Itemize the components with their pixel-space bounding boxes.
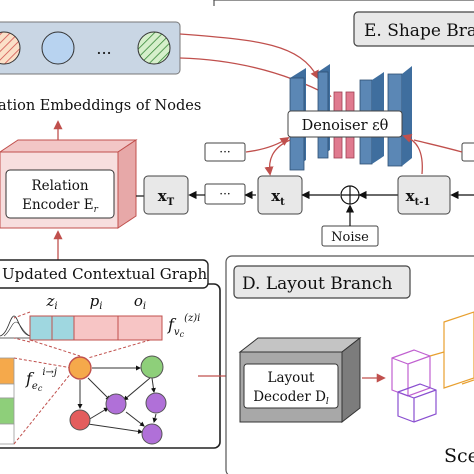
- layout-decoder-line1: Layout: [268, 370, 315, 386]
- xt1-to-denoiser-arrow: [402, 133, 423, 175]
- shape-branch-header: E. Shape Bra: [353, 11, 474, 47]
- graph-node-red: [69, 409, 91, 431]
- graph-node-purple-2: [145, 392, 167, 414]
- embeddings-panel: [0, 21, 181, 75]
- vec-z-cell-2: [51, 315, 75, 341]
- graph-edges: [77, 365, 158, 434]
- chain-ellipsis-1: ···: [219, 187, 230, 201]
- relation-encoder-label-box: [5, 169, 115, 219]
- shape-branch-title-box: [353, 11, 474, 47]
- noise-label: Noise: [331, 230, 369, 245]
- vec-p-cell: [73, 315, 119, 341]
- layout-decoder-label-box: [243, 363, 339, 409]
- contextual-graph-frame: [0, 283, 221, 449]
- layout-branch-title-box: [233, 265, 411, 299]
- layout-wireframe-boxes: [391, 311, 474, 423]
- denoiser-label-box: [287, 110, 403, 138]
- chain-ellipsis-box-2: [204, 142, 246, 162]
- relation-encoder-block: Relation Encoder Er: [0, 139, 138, 229]
- embedding-ellipsis: ...: [96, 39, 111, 58]
- relation-encoder-line1: Relation: [31, 178, 88, 194]
- graph-node-green: [140, 355, 164, 379]
- scene-label: Sce: [444, 445, 474, 467]
- embedding-circle-1: [0, 31, 21, 65]
- contextual-graph-panel: Updated Contextual Graph zi pi oi fvc(z)…: [0, 259, 221, 449]
- vec-z-cell-1: [29, 315, 53, 341]
- chain-ellipsis-box-3: [461, 142, 474, 162]
- embeddings-caption: ation Embeddings of Nodes: [0, 98, 201, 114]
- xT-box: [143, 175, 189, 215]
- contextual-graph-title: Updated Contextual Graph: [2, 265, 207, 283]
- relation-encoder-line2: Encoder Er: [22, 197, 98, 215]
- node-embeddings-strip: ...: [0, 21, 181, 75]
- contextual-graph-title-box: [0, 259, 209, 289]
- graph-node-orange: [68, 356, 92, 380]
- layout-branch-title: D. Layout Branch: [242, 274, 393, 294]
- shape-branch-title: E. Shape Bra: [364, 21, 474, 41]
- layout-decoder-line2: Decoder Dl: [253, 389, 329, 407]
- embedding-to-denoiser-arrow-1: [179, 33, 319, 80]
- graph-node-purple-3: [141, 423, 163, 445]
- graph-node-purple-1: [105, 393, 127, 415]
- layout-branch-panel: D. Layout Branch Layout Decoder Dl Sce: [225, 255, 474, 474]
- embedding-circle-2: [41, 31, 75, 65]
- chain-ellipsis-2: ···: [219, 145, 230, 159]
- denoiser-label: Denoiser εθ: [302, 118, 389, 134]
- embedding-circle-3: [137, 31, 171, 65]
- denoiser-network: Denoiser εθ: [287, 64, 412, 171]
- xt-minus-1-box: [397, 175, 451, 215]
- diffusion-chain: xT ··· xt xt-1 Noise ···: [143, 142, 474, 247]
- vec-o-cell: [117, 315, 163, 341]
- ellipsis-to-denoiser-arrow: [245, 136, 290, 153]
